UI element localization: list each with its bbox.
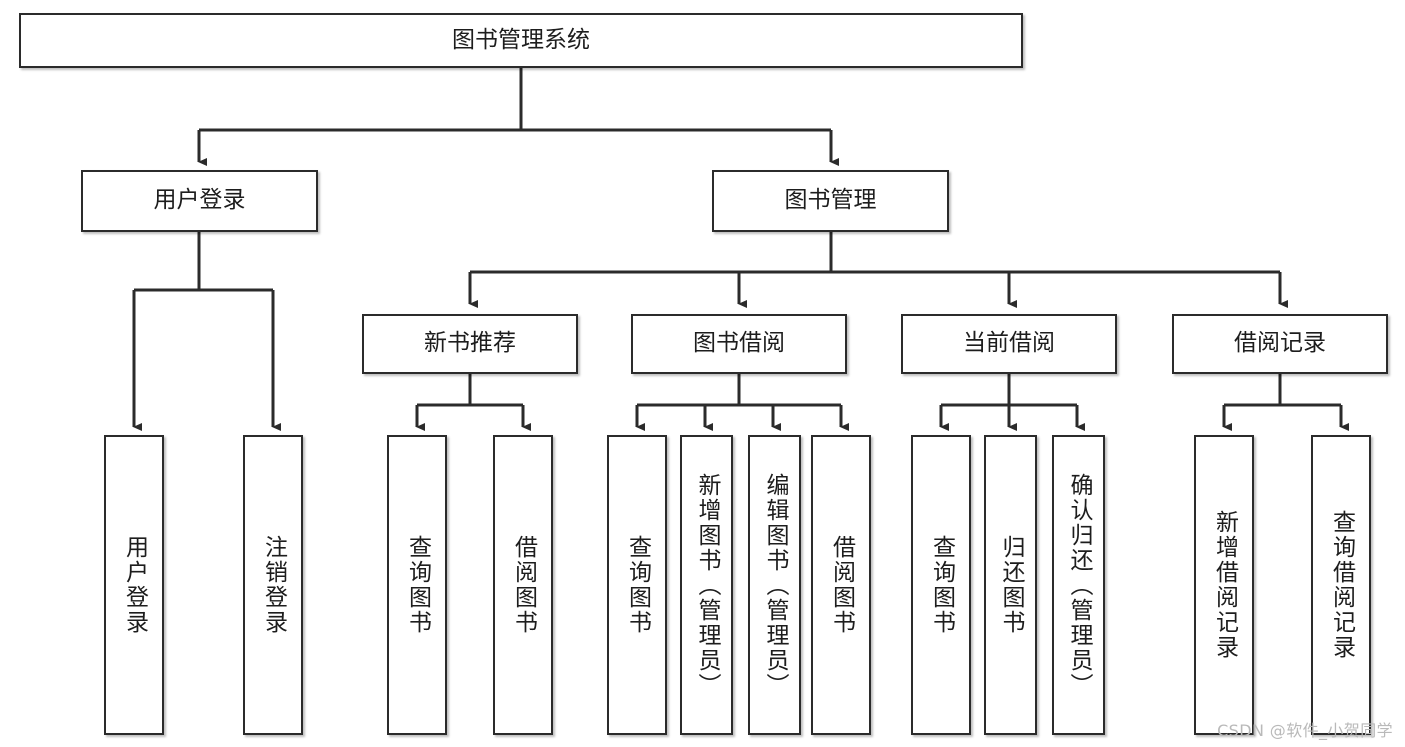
node-label: 用户登录 [153,187,246,214]
node-leaf-query-borrow-record[interactable]: 查询借阅记录 [1311,435,1371,735]
node-leaf-user-login[interactable]: 用户登录 [104,435,164,735]
node-leaf-borrow-book-bb[interactable]: 借阅图书 [811,435,871,735]
node-label: 新增图书（管理员） [694,472,720,698]
node-leaf-borrow-book-nb[interactable]: 借阅图书 [493,435,553,735]
node-leaf-edit-book-admin[interactable]: 编辑图书（管理员） [748,435,801,735]
node-leaf-return-book[interactable]: 归还图书 [984,435,1037,735]
node-root-system[interactable]: 图书管理系统 [19,13,1023,68]
node-label: 图书借阅 [693,330,785,357]
watermark: CSDN @软件_小贺同学 [1217,721,1393,740]
node-label: 查询图书 [928,535,955,635]
node-label: 当前借阅 [963,330,1055,357]
node-label: 确认归还（管理员） [1066,472,1092,698]
node-leaf-query-book-nb[interactable]: 查询图书 [387,435,447,735]
node-label: 图书管理系统 [452,26,590,53]
node-book-borrow[interactable]: 图书借阅 [631,314,847,374]
node-label: 注销登录 [260,535,287,635]
node-label: 用户登录 [121,535,148,635]
node-new-book-recommend[interactable]: 新书推荐 [362,314,578,374]
node-label: 图书管理 [784,187,877,214]
node-current-borrow[interactable]: 当前借阅 [901,314,1117,374]
node-label: 新增借阅记录 [1211,510,1238,660]
node-leaf-logout[interactable]: 注销登录 [243,435,303,735]
node-leaf-add-book-admin[interactable]: 新增图书（管理员） [680,435,733,735]
node-user-login[interactable]: 用户登录 [81,170,318,232]
node-label: 借阅记录 [1234,330,1326,357]
node-label: 借阅图书 [828,535,855,635]
node-label: 归还图书 [998,535,1024,635]
node-leaf-add-borrow-record[interactable]: 新增借阅记录 [1194,435,1254,735]
node-book-management[interactable]: 图书管理 [712,170,949,232]
node-label: 查询借阅记录 [1328,510,1355,660]
node-label: 查询图书 [624,535,651,635]
node-label: 借阅图书 [510,535,537,635]
node-borrow-record[interactable]: 借阅记录 [1172,314,1388,374]
node-leaf-confirm-return-admin[interactable]: 确认归还（管理员） [1052,435,1105,735]
node-label: 查询图书 [404,535,431,635]
node-leaf-query-book-cb[interactable]: 查询图书 [911,435,971,735]
node-label: 新书推荐 [424,330,516,357]
node-label: 编辑图书（管理员） [762,472,788,698]
node-leaf-query-book-bb[interactable]: 查询图书 [607,435,667,735]
